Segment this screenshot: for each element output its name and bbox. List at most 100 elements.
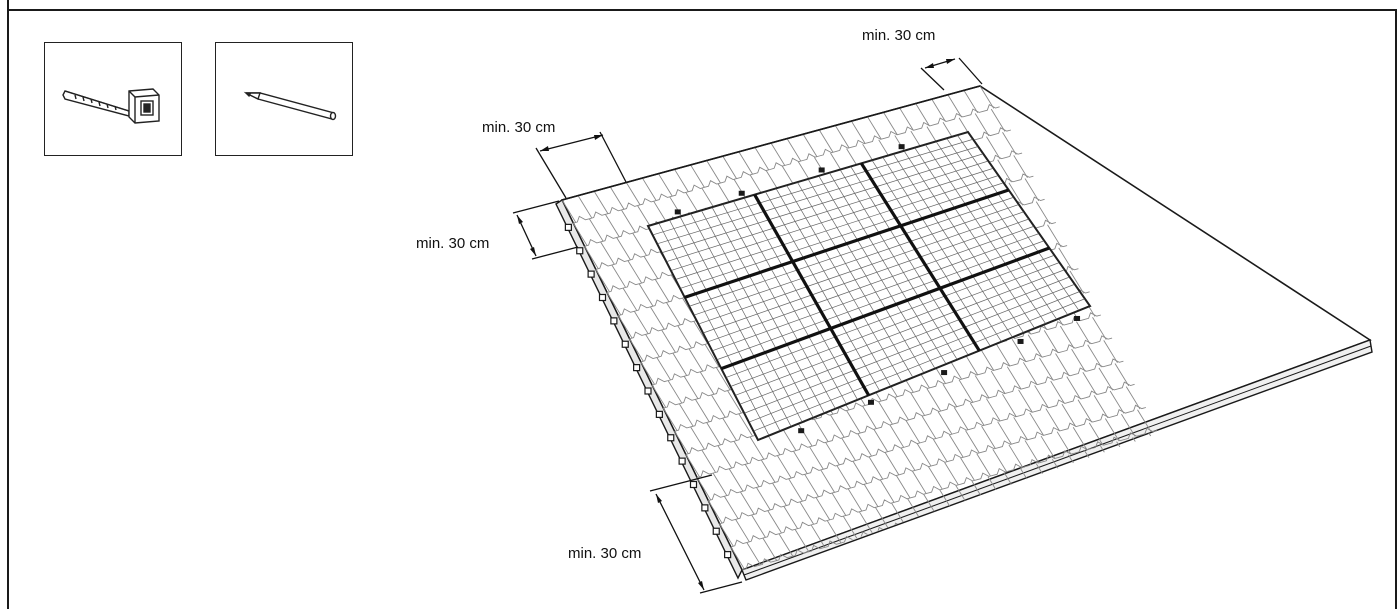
tile-divider bbox=[958, 379, 974, 403]
tile-divider bbox=[767, 510, 782, 534]
tile-divider bbox=[651, 384, 667, 408]
solar-panel bbox=[647, 193, 794, 299]
roof-edge-line bbox=[743, 345, 1372, 576]
dim-arrow-bottom bbox=[655, 493, 705, 591]
tile-divider bbox=[1029, 412, 1044, 436]
tile-divider bbox=[688, 348, 704, 372]
tile-divider bbox=[751, 514, 766, 538]
tile-divider bbox=[625, 182, 641, 206]
tile-divider bbox=[834, 125, 850, 149]
tile-divider bbox=[658, 173, 673, 197]
tile-divider bbox=[606, 292, 622, 316]
solar-panel-array bbox=[646, 130, 1092, 442]
tile-divider bbox=[650, 306, 665, 330]
fascia-notch bbox=[724, 551, 732, 559]
tile-divider bbox=[1058, 247, 1073, 271]
dim-ext-ls-2 bbox=[531, 246, 579, 260]
tile-divider bbox=[979, 86, 995, 109]
tile-divider bbox=[715, 367, 731, 391]
tile-divider bbox=[693, 320, 708, 344]
tile-divider bbox=[1114, 363, 1130, 387]
tile-divider bbox=[1039, 357, 1054, 381]
tile-divider bbox=[770, 142, 786, 166]
tile-divider bbox=[947, 94, 962, 118]
tape-measure-tool-box bbox=[44, 42, 182, 156]
tile-divider bbox=[979, 347, 995, 371]
tile-divider bbox=[786, 138, 802, 162]
tile-divider bbox=[1098, 367, 1114, 391]
tile-divider bbox=[781, 427, 797, 451]
tile-divider bbox=[878, 401, 893, 425]
tile-divider bbox=[754, 147, 770, 171]
fascia-notch bbox=[633, 364, 641, 372]
tile-divider bbox=[712, 472, 728, 496]
tile-divider bbox=[690, 426, 705, 450]
tile-divider bbox=[1082, 372, 1097, 395]
pencil-tool-box bbox=[215, 42, 353, 156]
tile-divider bbox=[799, 501, 815, 525]
tile-divider bbox=[875, 507, 890, 531]
tile-course bbox=[708, 381, 1135, 502]
fascia-notch bbox=[712, 527, 720, 535]
tile-divider bbox=[633, 311, 649, 334]
tile-divider bbox=[932, 439, 948, 462]
tile-divider bbox=[1087, 344, 1102, 368]
tile-divider bbox=[645, 334, 660, 358]
fascia-notch bbox=[701, 504, 709, 512]
tile-divider bbox=[695, 399, 710, 423]
roof-hook bbox=[818, 167, 825, 173]
tile-divider bbox=[662, 407, 678, 431]
tile-divider bbox=[616, 237, 631, 261]
dim-ext-tl-1 bbox=[535, 147, 567, 199]
tile-divider bbox=[678, 403, 694, 427]
tile-divider bbox=[986, 136, 1001, 160]
tile-divider bbox=[772, 482, 787, 506]
dim-ext-tl-2 bbox=[599, 131, 627, 183]
tile-divider bbox=[740, 491, 755, 515]
tile-course bbox=[573, 103, 1000, 224]
tile-divider bbox=[756, 487, 771, 511]
tile-divider bbox=[997, 159, 1012, 183]
tape-measure-icon bbox=[62, 88, 160, 124]
tile-divider bbox=[696, 477, 712, 501]
tile-divider bbox=[793, 450, 808, 474]
fascia-notch bbox=[564, 223, 572, 231]
tile-divider bbox=[588, 218, 604, 242]
solar-panel bbox=[720, 327, 870, 441]
tile-divider bbox=[842, 515, 858, 539]
tile-divider bbox=[1027, 334, 1043, 358]
tile-divider bbox=[788, 478, 803, 502]
tile-divider bbox=[778, 533, 794, 557]
tile-divider bbox=[1069, 270, 1085, 294]
tile-divider bbox=[1055, 353, 1070, 377]
tile-divider bbox=[926, 388, 942, 412]
dim-arrow-top-left bbox=[539, 134, 604, 152]
tile-divider bbox=[1132, 437, 1147, 460]
tile-divider bbox=[699, 371, 715, 395]
tile-divider bbox=[683, 375, 699, 399]
roof-hook bbox=[941, 370, 948, 376]
tile-divider bbox=[912, 470, 927, 494]
tile-divider bbox=[981, 425, 996, 449]
tile-divider bbox=[1002, 393, 1017, 417]
tile-divider bbox=[643, 255, 659, 279]
tile-divider bbox=[915, 103, 930, 127]
tile-divider bbox=[572, 222, 588, 246]
tile-divider bbox=[836, 465, 852, 489]
tile-divider bbox=[969, 402, 985, 426]
tile-divider bbox=[862, 405, 877, 429]
tile-divider bbox=[804, 474, 819, 497]
tile-divider bbox=[1104, 418, 1120, 442]
tile-divider bbox=[685, 454, 700, 478]
mounting-hooks bbox=[674, 144, 1081, 434]
tile-divider bbox=[609, 186, 625, 210]
tile-divider bbox=[733, 440, 749, 464]
tile-divider bbox=[640, 361, 655, 385]
roof-hook bbox=[867, 399, 874, 405]
tile-divider bbox=[561, 199, 577, 223]
tile-divider bbox=[900, 447, 916, 471]
tile-divider bbox=[706, 422, 721, 446]
tile-divider bbox=[593, 190, 609, 214]
tile-divider bbox=[809, 446, 824, 470]
